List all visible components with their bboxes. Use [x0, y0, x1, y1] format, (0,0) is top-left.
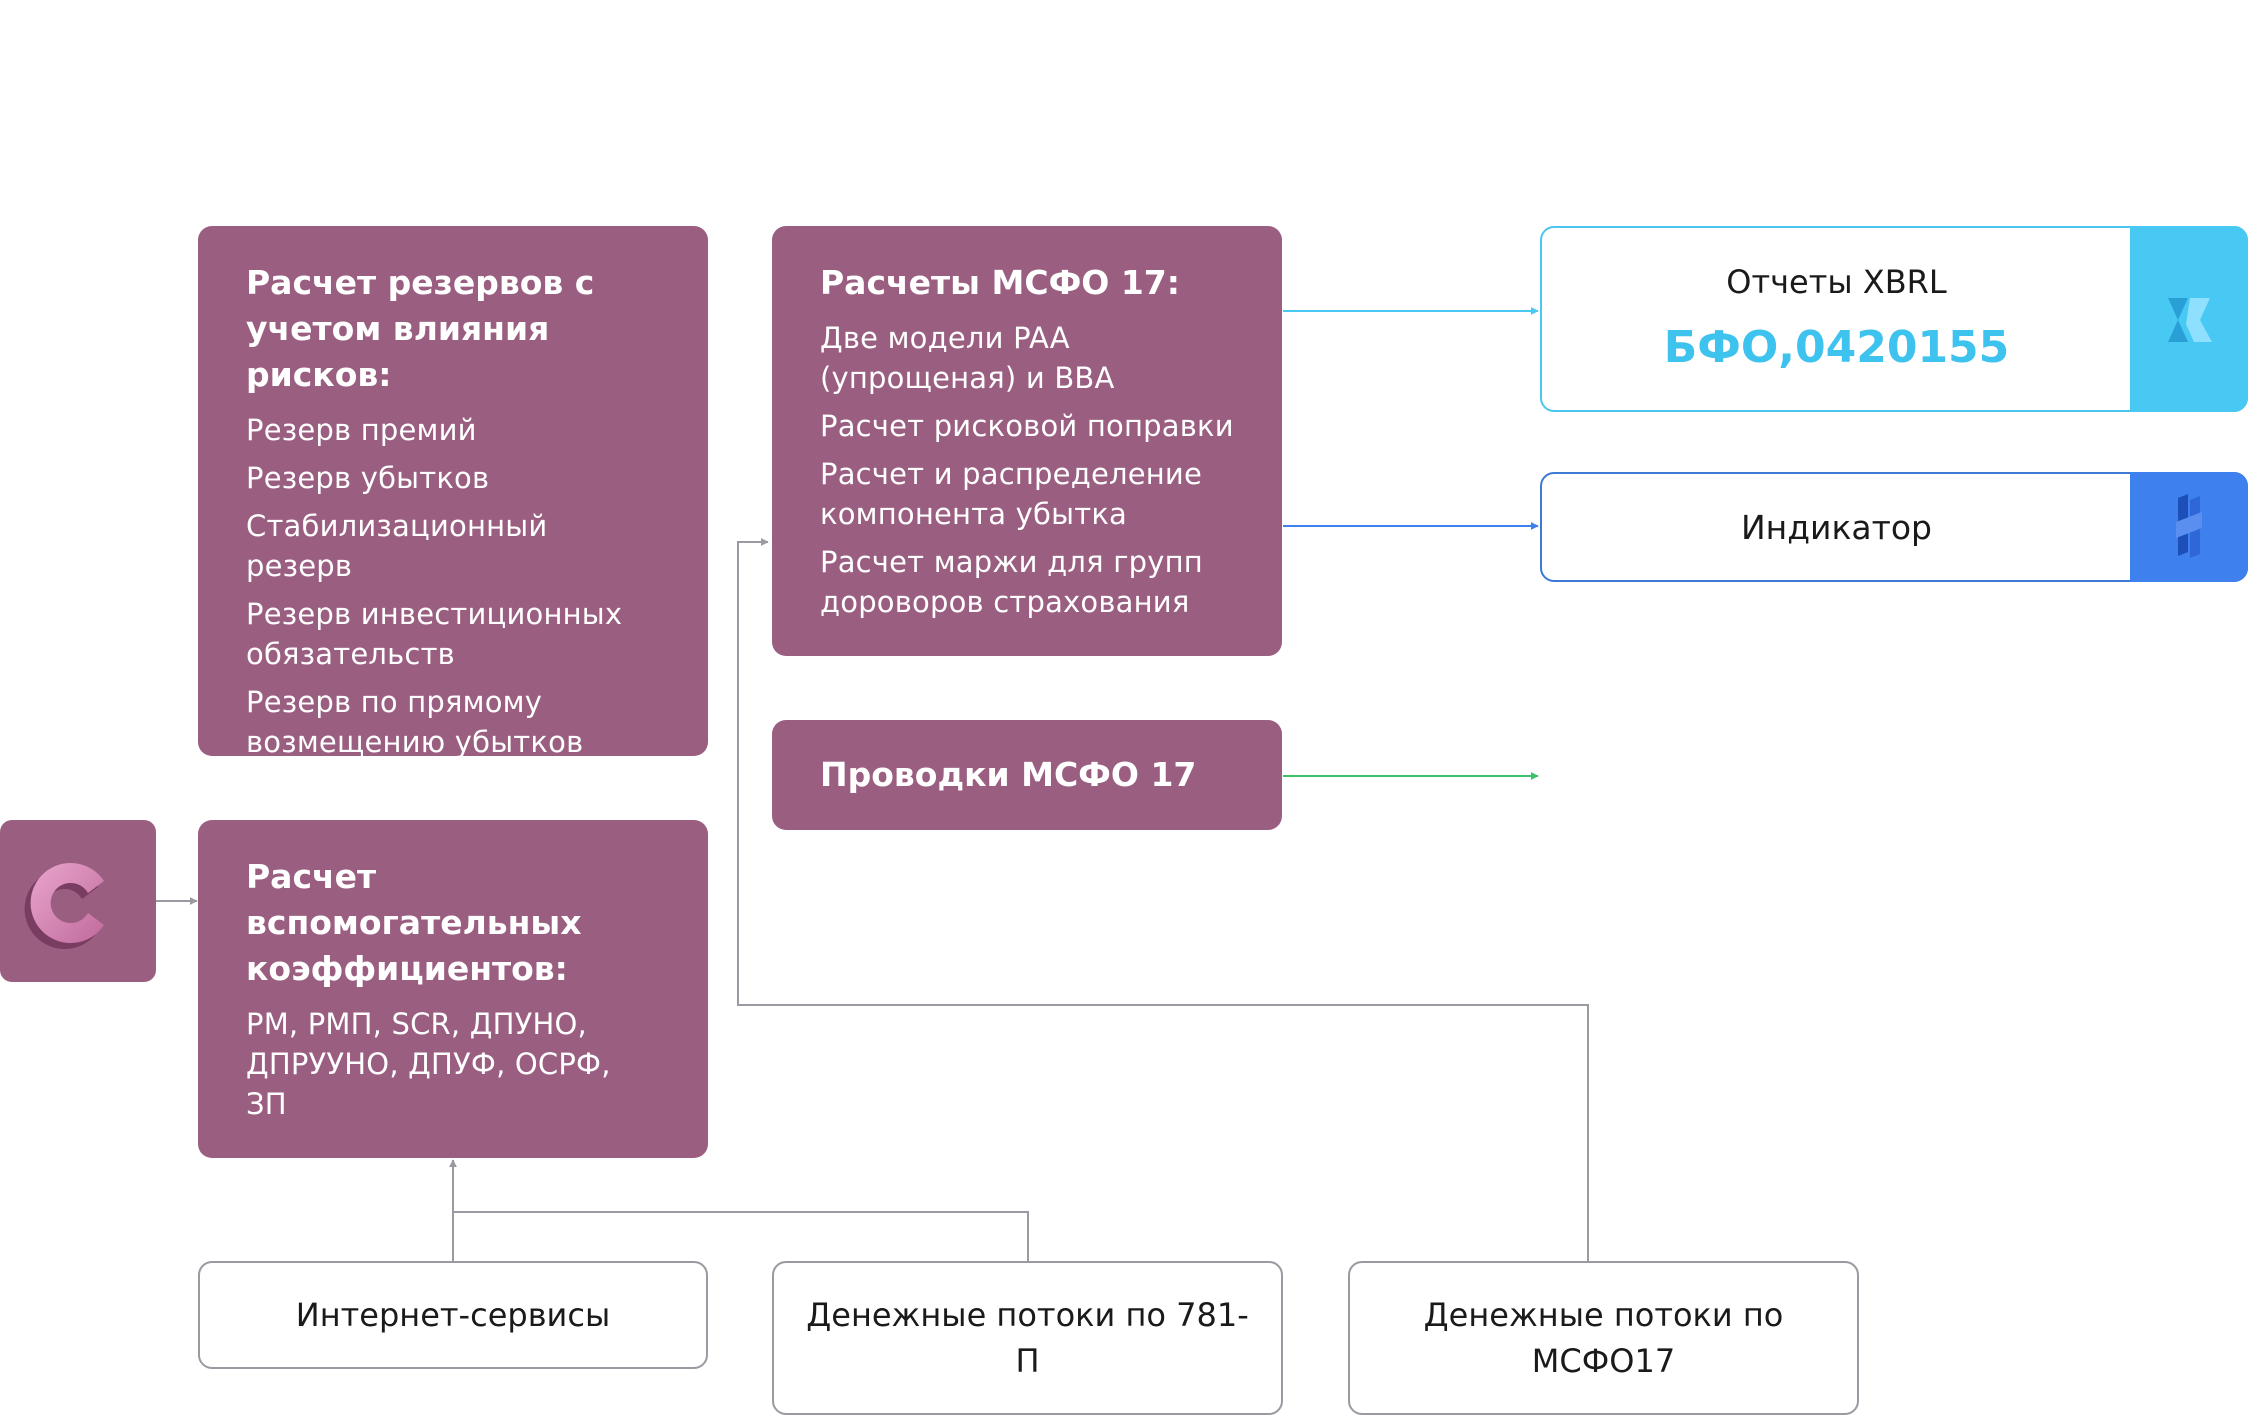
source-cashflow-781-label: Денежные потоки по 781-П — [806, 1296, 1249, 1380]
reserves-item: Резерв по прямому возмещению убытков — [246, 685, 584, 759]
coefficients-calculation-box: Расчет вспомогательных коэффициентов: РМ… — [198, 820, 708, 1158]
source-internet-services: Интернет-сервисы — [198, 1261, 708, 1369]
ifrs17-item: Расчет и распределение компонента убытка — [820, 457, 1203, 531]
coefficients-item: РМ, РМП, SCR, ДПУНО, ДПРУУНО, ДПУФ, ОСРФ… — [246, 1007, 611, 1121]
ifrs17-item: Расчет маржи для групп дороворов страхов… — [820, 545, 1203, 619]
reserves-item: Резерв убытков — [246, 461, 490, 495]
line-cashflow781-join — [453, 1211, 1029, 1261]
source-cashflow-ifrs17-label: Денежные потоки по МСФО17 — [1423, 1296, 1784, 1380]
reserves-item: Стабилизационный резерв — [246, 509, 548, 583]
indicator-logo-tile — [2130, 472, 2248, 582]
indicator-box: Индикатор — [1540, 472, 2248, 582]
xbrl-code: БФО,0420155 — [1663, 322, 2010, 373]
xbrl-title: Отчеты XBRL — [1726, 263, 1947, 301]
ifrs17-calculations-box: Расчеты МСФО 17: Две модели PAA (упрощен… — [772, 226, 1282, 656]
reserves-title: Расчет резервов с учетом влияния рисков: — [246, 263, 595, 394]
indicator-title: Индикатор — [1740, 507, 1933, 547]
app-logo — [0, 820, 156, 982]
source-cashflow-781: Денежные потоки по 781-П — [772, 1261, 1283, 1415]
ifrs17-title: Расчеты МСФО 17: — [820, 263, 1180, 302]
xbrl-reports-box: Отчеты XBRL БФО,0420155 — [1540, 226, 2248, 412]
source-internet-label: Интернет-сервисы — [295, 1296, 611, 1334]
postings-title: Проводки МСФО 17 — [820, 755, 1197, 794]
indicator-logo-icon — [2176, 494, 2202, 558]
coefficients-title: Расчет вспомогательных коэффициентов: — [246, 857, 582, 988]
xbrl-logo-tile — [2130, 226, 2248, 412]
xbrl-logo-icon — [2168, 298, 2212, 342]
ifrs17-postings-box: Проводки МСФО 17 — [772, 720, 1282, 830]
reserves-calculation-box: Расчет резервов с учетом влияния рисков:… — [198, 226, 708, 759]
reserves-item: Резерв премий — [246, 413, 477, 447]
line-cashflow-ifrs-to-ifrs-box — [737, 538, 1589, 1261]
source-cashflow-ifrs17: Денежные потоки по МСФО17 — [1348, 1261, 1859, 1415]
ifrs17-item: Расчет рисковой поправки — [820, 409, 1234, 443]
ifrs17-item: Две модели PAA (упрощеная) и BBA — [820, 321, 1115, 395]
app-logo-icon — [24, 863, 104, 949]
reserves-item: Резерв инвестиционных обязательств — [246, 597, 623, 671]
